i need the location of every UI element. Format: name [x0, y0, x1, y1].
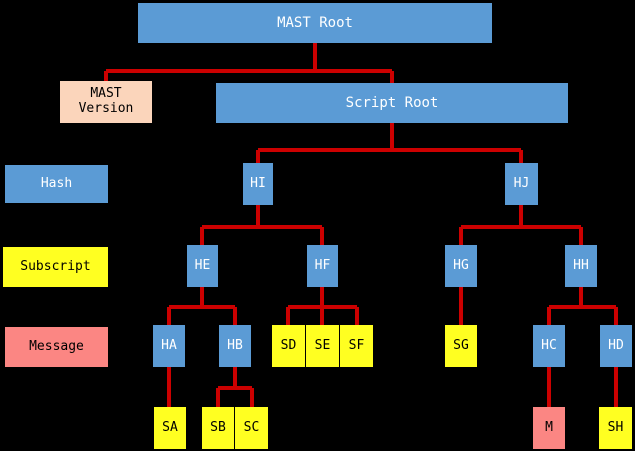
node-se: SE	[306, 325, 339, 367]
node-hd: HD	[600, 325, 632, 367]
node-sf: SF	[340, 325, 373, 367]
node-sh: SH	[599, 407, 632, 449]
legend-item-hash: Hash	[5, 165, 108, 203]
node-sa: SA	[154, 407, 186, 449]
edge-he-split	[167, 287, 237, 325]
node-hf: HF	[307, 245, 338, 287]
node-hg: HG	[445, 245, 477, 287]
node-sd: SD	[272, 325, 305, 367]
node-mast-version: MAST Version	[60, 81, 152, 123]
node-hi: HI	[243, 163, 273, 205]
edge-hh-split	[547, 287, 618, 325]
node-he: HE	[187, 245, 218, 287]
node-hb: HB	[219, 325, 251, 367]
node-hj: HJ	[505, 163, 538, 205]
edge-hj-split	[459, 205, 583, 245]
node-script-root: Script Root	[216, 83, 568, 123]
node-mast-root: MAST Root	[138, 3, 492, 43]
node-m: M	[533, 407, 565, 449]
edge-hi-split	[200, 205, 324, 245]
node-sb: SB	[202, 407, 234, 449]
legend-item-message: Message	[5, 327, 108, 367]
node-sg: SG	[445, 325, 477, 367]
node-ha: HA	[153, 325, 185, 367]
edge-script-root-split	[256, 123, 523, 163]
node-sc: SC	[235, 407, 268, 449]
edge-mast-root-split	[104, 43, 394, 83]
edge-hf-split	[286, 287, 359, 325]
node-hc: HC	[533, 325, 565, 367]
legend-item-subscript: Subscript	[3, 247, 108, 287]
edge-hb-split	[216, 367, 254, 407]
node-hh: HH	[565, 245, 597, 287]
